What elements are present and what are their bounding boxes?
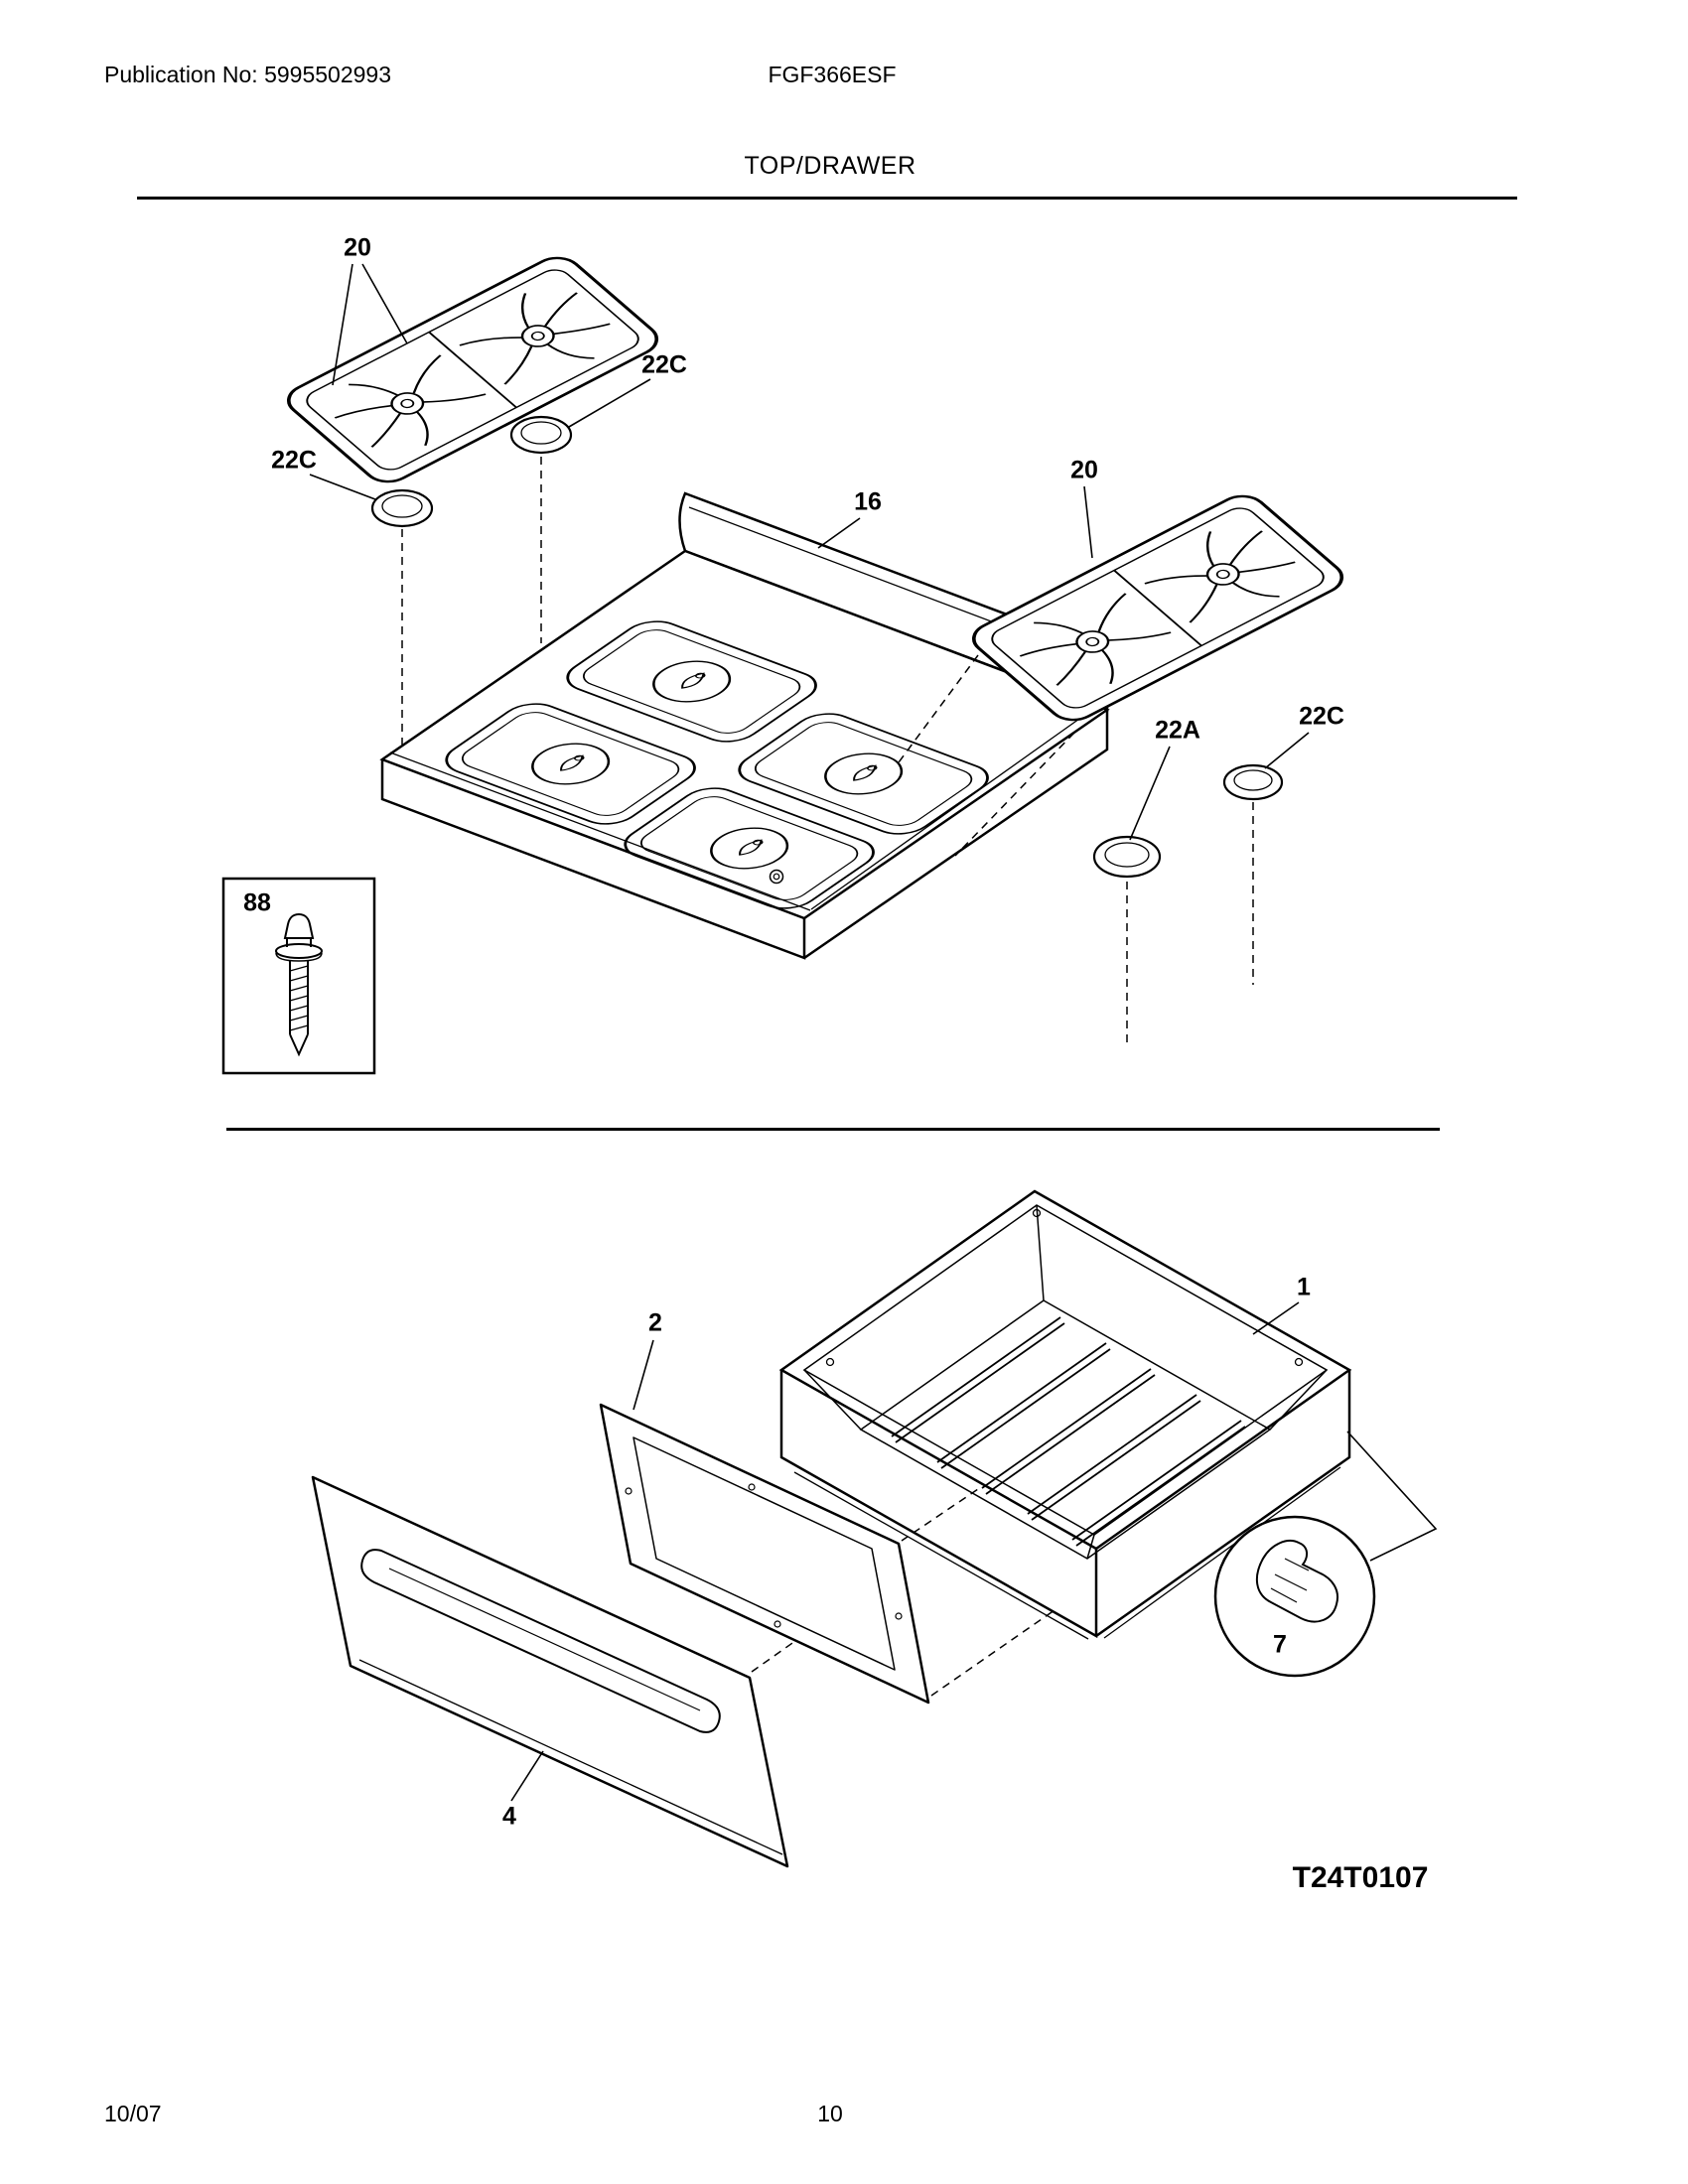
part-label-screw-inset: 88 — [243, 888, 271, 917]
part-label-drawer-body: 1 — [1297, 1273, 1311, 1301]
drawer-inner-panel-drawing — [599, 1403, 930, 1705]
drawer-body-drawing — [778, 1189, 1352, 1640]
clip-detail-circle — [1213, 1515, 1376, 1678]
top-leader-lines — [309, 263, 1310, 841]
part-label-grate-right: 20 — [1070, 456, 1098, 484]
drawer-floor-ribs — [891, 1316, 1246, 1547]
top-section — [221, 249, 1353, 1075]
burner-caps-drawing — [370, 415, 1284, 879]
section-divider-rule — [226, 1128, 1440, 1131]
main-top-drawing — [379, 491, 1110, 960]
part-label-cap-left: 22C — [271, 446, 317, 475]
footer-page-number: 10 — [817, 2101, 843, 2126]
top-alignment-dashed-lines — [401, 457, 1254, 1048]
bottom-assembly-dashed-lines — [751, 1488, 1055, 1697]
handle-recess — [360, 1549, 721, 1733]
page-title: TOP/DRAWER — [744, 152, 916, 180]
part-label-drawer-front-panel: 4 — [502, 1802, 516, 1831]
title-rule — [137, 197, 1517, 200]
part-label-clip-detail: 7 — [1273, 1630, 1287, 1659]
bottom-section — [311, 1189, 1438, 1868]
left-burner-grate-drawing — [277, 249, 668, 490]
part-label-drawer-inner-panel: 2 — [648, 1308, 662, 1337]
clip-drawing — [1255, 1540, 1338, 1623]
bottom-leader-lines — [510, 1301, 1438, 1802]
diagram-code: T24T0107 — [1292, 1861, 1429, 1894]
part-label-cap-right: 22C — [1299, 702, 1344, 731]
screw-drawing — [275, 912, 323, 1057]
footer-date: 10/07 — [104, 2101, 162, 2126]
publication-number: Publication No: 5995502993 — [104, 62, 392, 87]
part-label-cap-center: 22A — [1155, 716, 1200, 745]
part-label-cap-above: 22C — [641, 350, 687, 379]
screw-inset-box — [221, 877, 376, 1075]
model-number: FGF366ESF — [768, 62, 897, 87]
igniter-detail — [769, 869, 784, 885]
part-label-grate-left: 20 — [344, 233, 371, 262]
drawer-front-panel-drawing — [311, 1475, 789, 1868]
part-label-main-top: 16 — [854, 487, 882, 516]
